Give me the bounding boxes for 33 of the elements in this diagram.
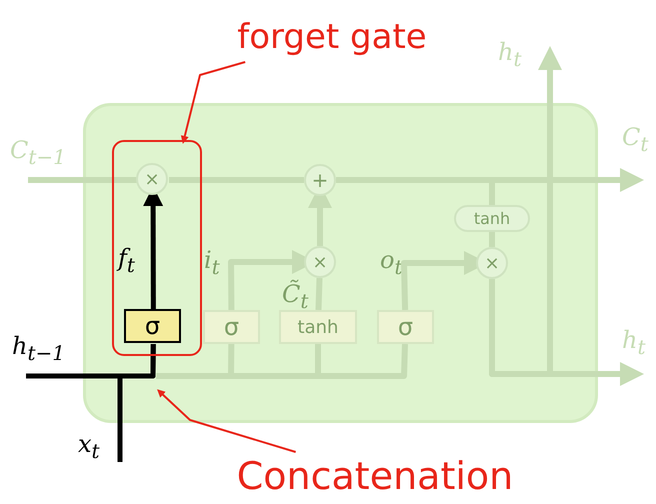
add-operator: + (304, 164, 336, 196)
math-label: C̃$_{t}$ (282, 282, 308, 311)
math-label: C$_{t−1}$ (10, 138, 66, 167)
cell-box (83, 103, 598, 423)
math-label: C$_{t}$ (622, 125, 648, 154)
math-label: x$_{t}$ (78, 432, 100, 461)
handwritten-note: Concatenation (225, 452, 525, 500)
connector-line (28, 177, 137, 183)
multiply-operator: × (476, 247, 508, 279)
arrow (157, 389, 296, 453)
math-label: o$_{t}$ (380, 248, 402, 277)
arrow (336, 168, 644, 192)
tanh-operator: tanh (454, 205, 530, 232)
arrow (180, 61, 246, 144)
tanh-layer: tanh (279, 310, 357, 344)
connector-line (489, 180, 495, 205)
math-label: h$_{t−1}$ (12, 334, 65, 363)
math-label: h$_{t}$ (622, 328, 646, 357)
sigmoid-layer: σ (124, 309, 181, 343)
connector-line (316, 278, 322, 310)
sigmoid-layer: σ (377, 310, 434, 344)
highlight-outline (112, 140, 202, 356)
math-label: h$_{t}$ (498, 40, 522, 69)
arrow (489, 46, 562, 377)
connector-line (118, 344, 156, 462)
sigmoid-layer: σ (203, 310, 260, 344)
multiply-operator: × (136, 163, 168, 195)
math-label: i$_{t}$ (204, 248, 220, 277)
handwritten-note: forget gate (222, 12, 442, 62)
math-label: f$_{t}$ (118, 246, 135, 275)
multiply-operator: × (304, 246, 336, 278)
connector-line (169, 177, 304, 183)
connector-line (489, 232, 495, 247)
